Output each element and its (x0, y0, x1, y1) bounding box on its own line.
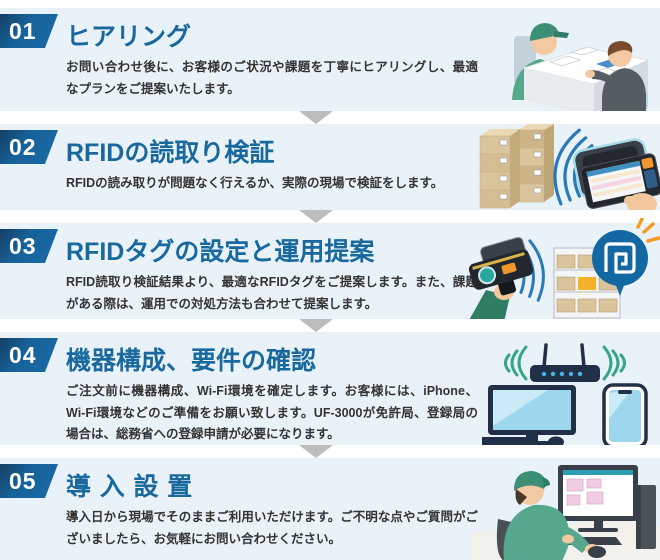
wifi-router (530, 343, 600, 382)
step-description: お問い合わせ後に、お客様のご状況や課題を丁寧にヒアリングし、最適なプランをご提案… (66, 60, 478, 96)
hair (607, 41, 633, 56)
step-title: 導入設置 (66, 473, 202, 501)
paper (570, 46, 600, 56)
step-number-badge: 04 (0, 338, 58, 372)
step-title: RFIDの読取り検証 (66, 139, 275, 167)
arrow-down-icon (299, 111, 333, 124)
step-number: 02 (9, 134, 37, 160)
flow-gap (0, 445, 660, 458)
meeting-illustration (512, 23, 650, 116)
arrow-down-icon (299, 445, 333, 458)
step-description: RFIDの読み取りが問題なく行えるか、実際の現場で検証をします。 (66, 176, 444, 190)
green-cap (514, 471, 546, 491)
paper (548, 55, 582, 67)
equipment-illustration (482, 343, 648, 447)
technician (503, 471, 599, 560)
step-title: RFIDタグの設定と運用提案 (66, 238, 375, 266)
smartphone (602, 383, 648, 447)
step-title: 機器構成、要件の確認 (66, 347, 317, 375)
pc-tower (636, 485, 656, 549)
step-description: 導入日から現場でそのままご利用いただけます。ご不明な点やご質問がございましたら、… (66, 510, 478, 546)
step-number: 03 (9, 233, 37, 259)
rfid-tag-callout (592, 230, 648, 296)
mouse (548, 436, 564, 447)
green-cap (530, 23, 559, 41)
step-title: ヒアリング (66, 23, 192, 51)
step-section-3: 03 RFIDタグの設定と運用提案 RFID読取り検証結果より、最適なRFIDタ… (0, 218, 660, 322)
step-number: 05 (9, 468, 37, 494)
step-section-5: 05 導入設置 導入日から現場でそのままご利用いただけます。ご不明な点やご質問が… (0, 458, 660, 560)
box-stack (479, 124, 554, 209)
keyboard (482, 437, 540, 445)
arrow-down-icon (299, 319, 333, 332)
rfid-tag-proposal-illustration (468, 218, 660, 322)
flow-gap (0, 319, 660, 332)
step-section-1: 01 ヒアリング お問い合わせ後に、お客様のご状況や課題を丁寧にヒアリングし、最… (0, 8, 660, 116)
wifi-waves (504, 345, 626, 381)
arrow-down-icon (299, 210, 333, 223)
flow-gap (0, 210, 660, 223)
step-description: ご注文前に機器構成、Wi-Fi環境を確定します。お客様には、iPhone、Wi-… (66, 384, 478, 441)
step-section-4: 04 機器構成、要件の確認 ご注文前に機器構成、Wi-Fi環境を確定します。お客… (0, 332, 660, 447)
step-description: RFID読取り検証結果より、最適なRFIDタグをご提案します。また、課題がある際… (66, 275, 478, 311)
rfid-scan-illustration (479, 124, 660, 212)
step-number: 04 (9, 342, 37, 368)
step-number-badge: 02 (0, 130, 58, 164)
installation-illustration (470, 465, 660, 560)
sparkle-icon (636, 218, 660, 243)
desktop-monitor (488, 385, 576, 446)
step-number: 01 (9, 18, 37, 44)
step-section-2: 02 RFIDの読取り検証 RFIDの読み取りが問題なく行えるか、実際の現場で検… (0, 124, 660, 212)
step-number-badge: 01 (0, 14, 58, 48)
rfid-reader (468, 236, 534, 296)
step-number-badge: 03 (0, 229, 58, 263)
highlighted-box (578, 277, 596, 290)
step-number-badge: 05 (0, 464, 58, 498)
pc-monitor (558, 465, 638, 532)
rfid-tag-icon (604, 242, 636, 274)
flow-gap (0, 111, 660, 124)
mouse (588, 546, 606, 558)
